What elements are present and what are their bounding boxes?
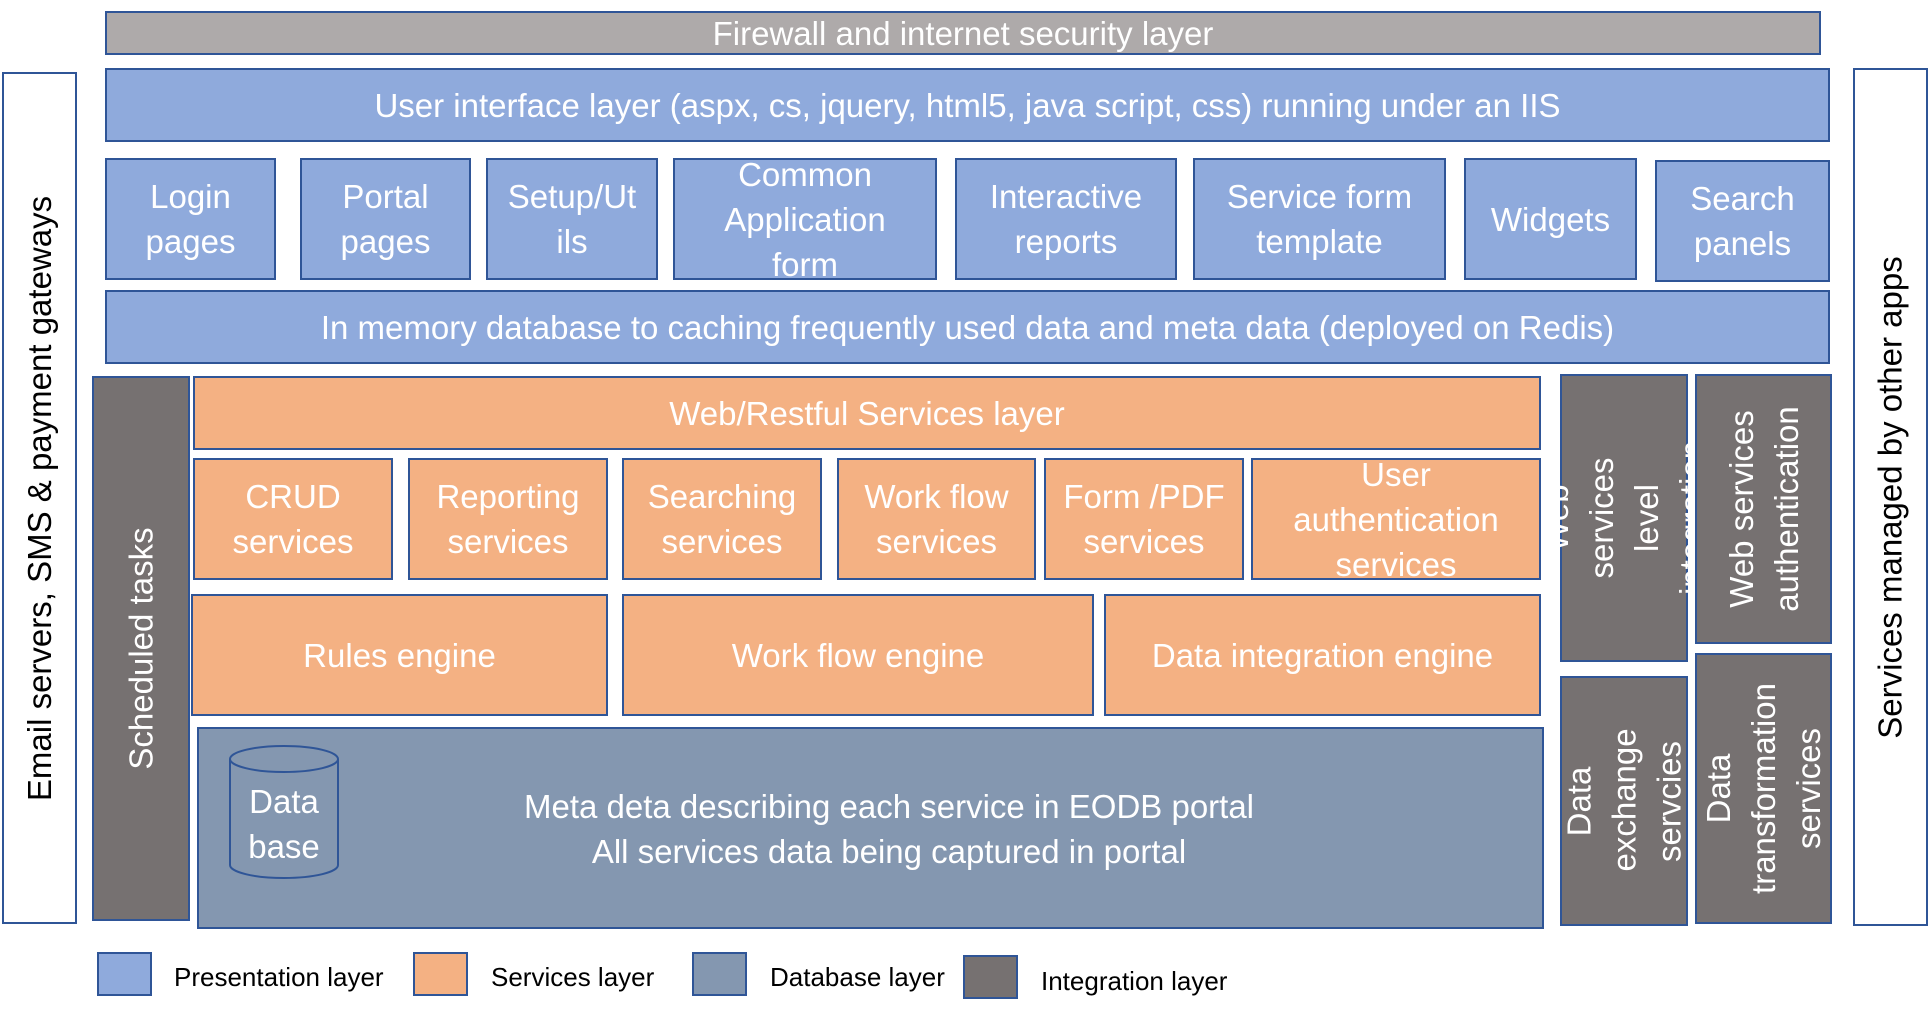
firewall-layer-label: Firewall and internet security layer [712,14,1214,52]
web-restful-services-label: Web/Restful Services layer [669,394,1065,432]
legend-presentation-swatch [97,952,152,996]
data-integration-engine-label: Data integration engine [1151,636,1494,674]
other-apps-box: Services managed by other apps [1853,68,1928,926]
common-application-form-box: Common Application form [673,156,937,283]
legend-integration-swatch [963,955,1018,999]
external-gateways-label: Email servers, SMS & payment gateways [21,195,58,801]
search-panels-label: Search panels [1690,180,1795,262]
rules-engine-box: Rules engine [191,594,608,716]
searching-services-label: Searching services [647,478,797,560]
database-description: Meta deta describing each service in EOD… [489,784,1289,874]
workflow-services-box: Work flow services [837,458,1036,580]
ui-layer-label: User interface layer (aspx, cs, jquery, … [374,86,1561,124]
portal-pages-label: Portal pages [340,178,431,260]
search-panels-box: Search panels [1655,160,1830,282]
web-services-authentication-text: Web services authentication [1722,406,1805,612]
data-integration-engine-box: Data integration engine [1104,594,1541,716]
legend-services-swatch [413,952,468,996]
other-apps-label: Services managed by other apps [1872,255,1910,739]
firewall-layer: Firewall and internet security layer [105,11,1821,55]
crud-services-box: CRUD services [193,458,393,580]
data-transformation-services-text: Data transformation services [1700,683,1827,894]
ui-layer: User interface layer (aspx, cs, jquery, … [105,68,1830,142]
user-authentication-services-label: User authentication services [1293,455,1499,583]
scheduled-tasks-box: Scheduled tasks [92,376,190,921]
database-cylinder-icon: Data base [228,745,340,881]
rules-engine-label: Rules engine [303,636,496,674]
data-exchange-services-text: Data exchange servcies [1560,727,1688,871]
service-form-template-label: Service form template [1226,178,1413,260]
database-icon-label: Data base [248,783,320,865]
workflow-engine-box: Work flow engine [622,594,1094,716]
service-form-template-box: Service form template [1193,158,1446,280]
widgets-box: Widgets [1464,158,1637,280]
setup-utils-label: Setup/Ut ils [507,178,637,260]
reporting-services-box: Reporting services [408,458,608,580]
data-exchange-services-label: Data exchange servcies [1557,727,1692,871]
web-restful-services-layer: Web/Restful Services layer [193,376,1541,450]
legend-presentation-label: Presentation layer [174,962,384,992]
portal-pages-box: Portal pages [300,158,471,280]
cache-layer: In memory database to caching frequently… [105,290,1830,364]
login-pages-label: Login pages [145,178,236,260]
cache-layer-label: In memory database to caching frequently… [320,308,1615,346]
web-services-authentication-box: Web services authentication [1695,374,1832,644]
interactive-reports-label: Interactive reports [989,178,1143,260]
data-transformation-services-label: Data transformation services [1696,683,1831,894]
web-services-level-integration-box: Web services level integration [1538,374,1710,662]
reporting-services-label: Reporting services [436,478,580,560]
web-services-level-integration-label: Web services level integration [1534,441,1714,595]
external-gateways-box: Email servers, SMS & payment gateways [2,72,77,924]
database-description-line1: Meta deta describing each service in EOD… [523,788,1255,825]
legend-database-swatch [692,952,747,996]
crud-services-label: CRUD services [232,478,354,560]
web-services-level-integration-text: Web services level integration [1538,440,1710,596]
login-pages-box: Login pages [105,158,276,280]
interactive-reports-box: Interactive reports [955,158,1177,280]
form-pdf-services-box: Form /PDF services [1044,458,1244,580]
legend-database-label: Database layer [770,962,945,992]
form-pdf-services-label: Form /PDF services [1063,478,1225,560]
data-exchange-services-box: Data exchange servcies [1560,676,1688,926]
legend-integration-label: Integration layer [1041,966,1228,996]
data-transformation-services-box: Data transformation services [1695,653,1832,924]
scheduled-tasks-label: Scheduled tasks [122,527,160,770]
web-services-authentication-label: Web services authentication [1719,406,1809,612]
widgets-label: Widgets [1490,200,1611,238]
setup-utils-box: Setup/Ut ils [486,158,658,280]
database-description-line2: All services data being captured in port… [591,833,1187,870]
database-layer: Meta deta describing each service in EOD… [197,727,1544,929]
workflow-engine-label: Work flow engine [731,636,985,674]
user-authentication-services-box: User authentication services [1251,456,1541,583]
common-application-form-label: Common Application form [724,155,886,283]
workflow-services-label: Work flow services [864,478,1009,560]
legend-services-label: Services layer [491,962,655,992]
searching-services-box: Searching services [622,458,822,580]
